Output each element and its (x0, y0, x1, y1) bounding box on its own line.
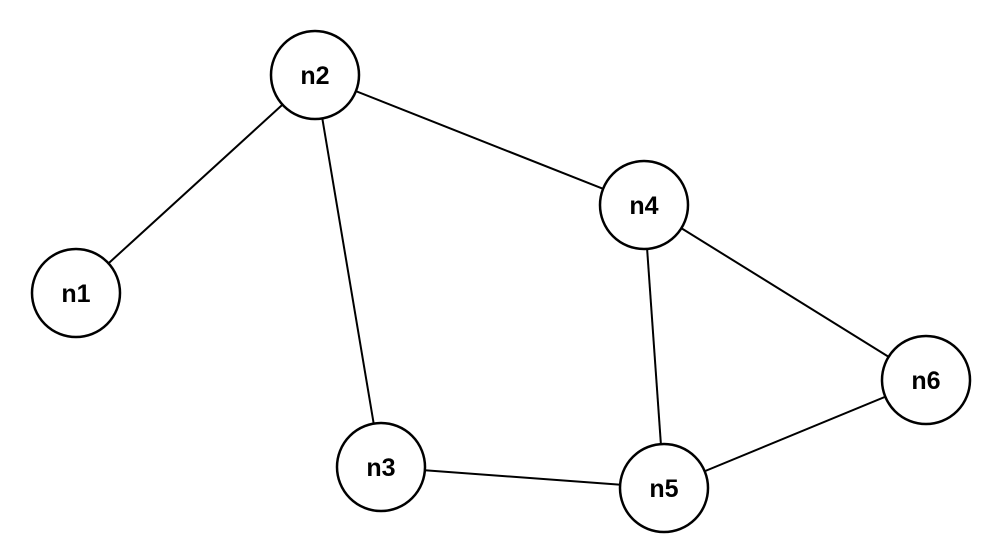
node-circle-n1 (30, 247, 122, 339)
node-n5: n5 (618, 442, 710, 534)
node-label-n6: n6 (911, 367, 940, 395)
node-label-n5: n5 (649, 475, 678, 503)
node-n4: n4 (598, 159, 690, 251)
node-circle-n3 (335, 421, 427, 513)
node-n1: n1 (30, 247, 122, 339)
edge-n4-n6 (643, 204, 927, 381)
node-circle-n5 (618, 442, 710, 534)
edge-n1-n2 (75, 74, 316, 294)
node-n2: n2 (269, 29, 361, 121)
node-n6: n6 (880, 334, 972, 426)
node-circle-n2 (269, 29, 361, 121)
edge-n4-n5 (643, 204, 665, 489)
node-label-n3: n3 (366, 454, 395, 482)
edge-n2-n3 (314, 74, 382, 468)
node-circle-n6 (880, 334, 972, 426)
node-label-n2: n2 (300, 62, 329, 90)
edge-n2-n4 (314, 74, 645, 206)
node-circle-n4 (598, 159, 690, 251)
node-label-n1: n1 (61, 280, 90, 308)
edge-n5-n6 (663, 379, 927, 489)
node-n3: n3 (335, 421, 427, 513)
edge-n3-n5 (380, 466, 665, 489)
node-label-n4: n4 (629, 192, 658, 220)
